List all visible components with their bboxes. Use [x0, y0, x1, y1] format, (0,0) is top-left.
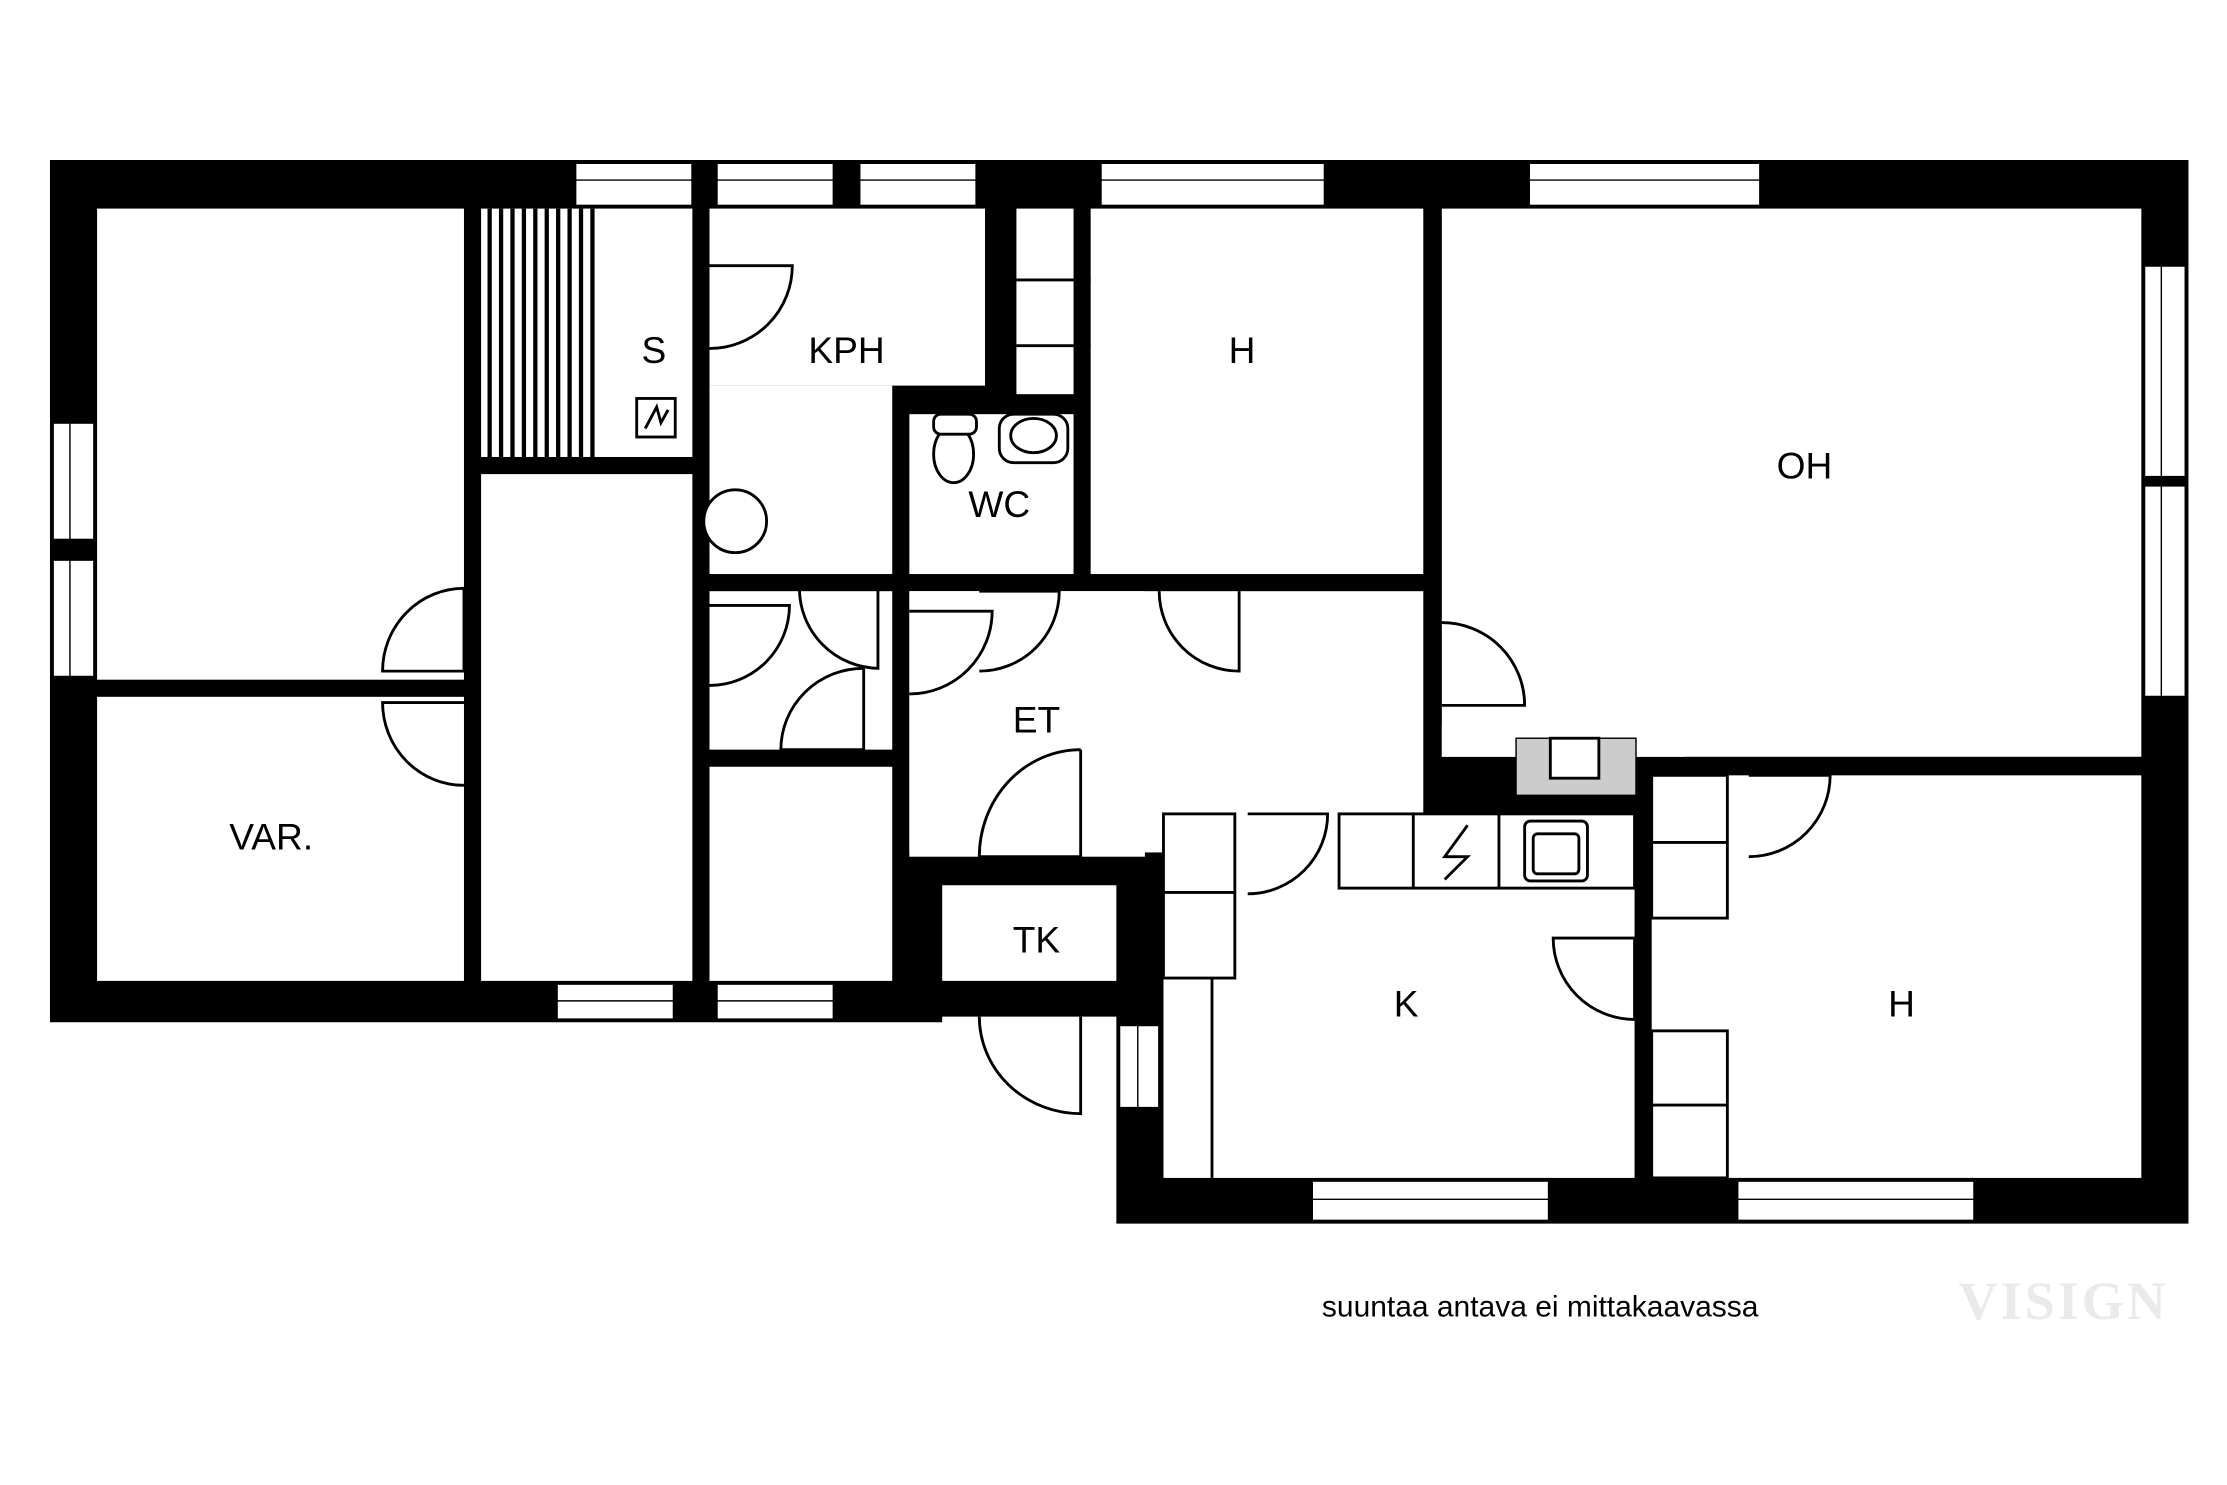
electric-symbol	[643, 403, 670, 430]
label-kitchen: K	[1394, 983, 1419, 1025]
label-living-room: OH	[1777, 444, 1833, 486]
room-closet-top	[1016, 208, 1074, 395]
room-closet-b	[709, 766, 893, 981]
wardrobe-shelves	[1016, 278, 1729, 1180]
room-hallway-ext	[909, 591, 1145, 857]
label-sauna: S	[641, 329, 666, 371]
room-bathroom	[709, 208, 986, 386]
room-bedroom-bottom	[1651, 775, 2142, 1178]
stove-icon	[1441, 824, 1471, 881]
room-living	[1441, 208, 2142, 757]
scale-note: suuntaa antava ei mittakaavassa	[1322, 1290, 1759, 1323]
room-bedroom-top	[1090, 208, 1424, 575]
doors	[381, 264, 1832, 1116]
watermark-logo: VISIGN	[1959, 1271, 2169, 1331]
label-technical-room: TK	[1013, 918, 1061, 960]
windows	[51, 161, 2187, 1222]
sauna-bench	[487, 208, 595, 457]
label-wc: WC	[968, 483, 1030, 525]
shower-drain-icon	[702, 488, 769, 555]
label-bathroom: KPH	[808, 329, 884, 371]
label-storage: VAR.	[229, 816, 313, 858]
label-bedroom-top: H	[1229, 329, 1256, 371]
fireplace-opening	[1548, 736, 1601, 780]
room-storage	[97, 696, 464, 981]
room-closet-a	[709, 591, 893, 750]
sink-basin	[1009, 417, 1058, 455]
sauna-stove-icon	[635, 397, 677, 439]
room-bedroom-left	[97, 208, 464, 680]
label-bedroom-bottom: H	[1888, 983, 1915, 1025]
room-corridor	[481, 474, 693, 981]
label-hallway: ET	[1013, 699, 1060, 741]
room-tk	[942, 885, 1117, 981]
toilet-tank	[932, 412, 978, 436]
kitchen-counter	[1337, 812, 1636, 890]
